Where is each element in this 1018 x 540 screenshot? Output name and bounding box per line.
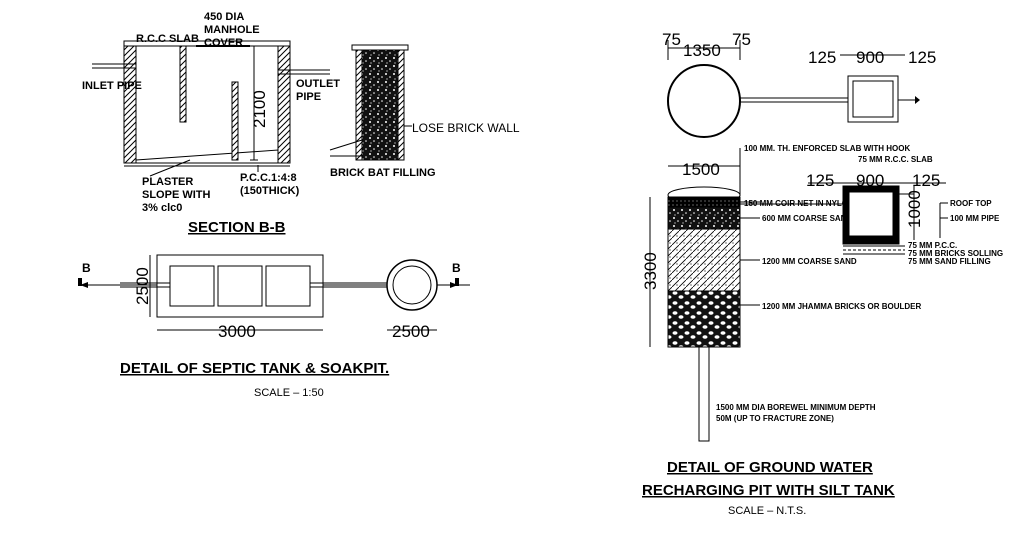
label-outlet-pipe-1: OUTLET	[296, 78, 340, 90]
label-slab-hook: 100 MM. TH. ENFORCED SLAB WITH HOOK	[744, 144, 910, 153]
label-pcc-75: 75 MM P.C.C.	[908, 241, 957, 250]
plan-dim-75-left: 75	[662, 30, 681, 49]
sect-dim-3300: 3300	[641, 252, 660, 290]
label-rcc-slab-75: 75 MM R.C.C. SLAB	[858, 155, 933, 164]
label-lose-brick-wall: LOSE BRICK WALL	[412, 121, 520, 135]
septic-chamber-1	[169, 265, 215, 307]
soakpit-top	[351, 44, 409, 51]
length-dim: 3000	[218, 322, 256, 341]
layer-jhamma-boulder	[667, 290, 741, 348]
recharge-scale: SCALE – N.T.S.	[728, 505, 806, 517]
layer-coarse-sand-600	[667, 206, 741, 230]
septic-right-wall	[277, 44, 291, 164]
septic-scale: SCALE – 1:50	[254, 387, 324, 399]
plan-dim-1350: 1350	[683, 41, 721, 60]
sect-dim-125-right: 125	[912, 171, 940, 190]
septic-baffle-2	[231, 81, 239, 161]
section-marker-right: B	[452, 261, 461, 275]
label-pcc-2: (150THICK)	[240, 185, 300, 197]
label-plaster-2: SLOPE WITH	[142, 189, 211, 201]
recharge-title-2: RECHARGING PIT WITH SILT TANK	[642, 482, 895, 499]
septic-section: 2100 R.C.C SLAB 450 DIA MANHOLE COVER IN…	[82, 11, 340, 214]
section-marker-left: B	[82, 261, 91, 275]
label-plaster-1: PLASTER	[142, 176, 193, 188]
recharge-section: 100 MM. TH. ENFORCED SLAB WITH HOOK 1500…	[641, 144, 1003, 442]
label-inlet-pipe: INLET PIPE	[82, 80, 142, 92]
soakpit-plan-inner	[392, 265, 432, 305]
sect-dim-1000: 1000	[905, 190, 924, 228]
label-jhamma: 1200 MM JHAMMA BRICKS OR BOULDER	[762, 302, 921, 311]
septic-left-wall	[123, 44, 137, 164]
label-manhole-1: 450 DIA	[204, 11, 244, 23]
plan-dim-900: 900	[856, 48, 884, 67]
section-bb-title: SECTION B-B	[188, 219, 286, 236]
sect-dim-1500: 1500	[682, 160, 720, 179]
septic-baffle-1	[179, 45, 187, 123]
label-manhole-2: MANHOLE	[204, 24, 260, 36]
silt-tank-plan-inner	[852, 80, 894, 118]
soakpit-section: LOSE BRICK WALL BRICK BAT FILLING	[329, 44, 520, 179]
recharge-plan: 75 1350 75 125 900 125	[662, 30, 936, 138]
septic-title: DETAIL OF SEPTIC TANK & SOAKPIT.	[120, 360, 389, 377]
silt-tank-section-inner	[848, 191, 894, 237]
septic-base-slope	[124, 149, 279, 164]
label-pipe-100: 100 MM PIPE	[950, 214, 1000, 223]
soakpit-dia-dim: 2500	[392, 322, 430, 341]
label-borewell-1: 1500 MM DIA BOREWEL MINIMUM DEPTH	[716, 403, 876, 412]
label-plaster-3: 3% clc0	[142, 202, 182, 214]
layer-coir-net	[667, 196, 741, 208]
recharge-title-1: DETAIL OF GROUND WATER	[667, 459, 873, 476]
label-roof-top: ROOF TOP	[950, 199, 992, 208]
plan-dim-125-right: 125	[908, 48, 936, 67]
soakpit-brick-fill	[361, 49, 399, 161]
septic-chamber-2	[217, 265, 263, 307]
septic-plan: B B 2500 3000 2500	[78, 254, 470, 341]
label-coarse-sand-600: 600 MM COARSE SAND	[762, 214, 852, 223]
label-coarse-sand-1200: 1200 MM COARSE SAND	[762, 257, 857, 266]
label-rcc-slab: R.C.C SLAB	[136, 33, 199, 45]
sect-dim-125-left: 125	[806, 171, 834, 190]
plan-dim-75-right: 75	[732, 30, 751, 49]
soakpit-left-wall	[355, 49, 363, 161]
label-pcc-1: P.C.C.1:4:8	[240, 172, 297, 184]
borewell	[698, 346, 710, 442]
width-dim: 2500	[133, 267, 152, 305]
sect-dim-900: 900	[856, 171, 884, 190]
label-bricks-soling: 75 MM BRICKS SOLLING	[908, 249, 1003, 258]
depth-dim: 2100	[250, 90, 269, 128]
label-borewell-2: 50M (UP TO FRACTURE ZONE)	[716, 414, 834, 423]
recharge-pit-plan-circle	[667, 64, 741, 138]
label-manhole-3: COVER	[204, 37, 243, 49]
label-sand-filling: 75 MM SAND FILLING	[908, 257, 991, 266]
layer-coarse-sand-1200	[667, 228, 741, 292]
soakpit-right-wall	[397, 49, 405, 161]
plan-dim-125-left: 125	[808, 48, 836, 67]
label-outlet-pipe-2: PIPE	[296, 91, 321, 103]
label-brick-bat-filling: BRICK BAT FILLING	[330, 167, 436, 179]
septic-chamber-3	[265, 265, 311, 307]
